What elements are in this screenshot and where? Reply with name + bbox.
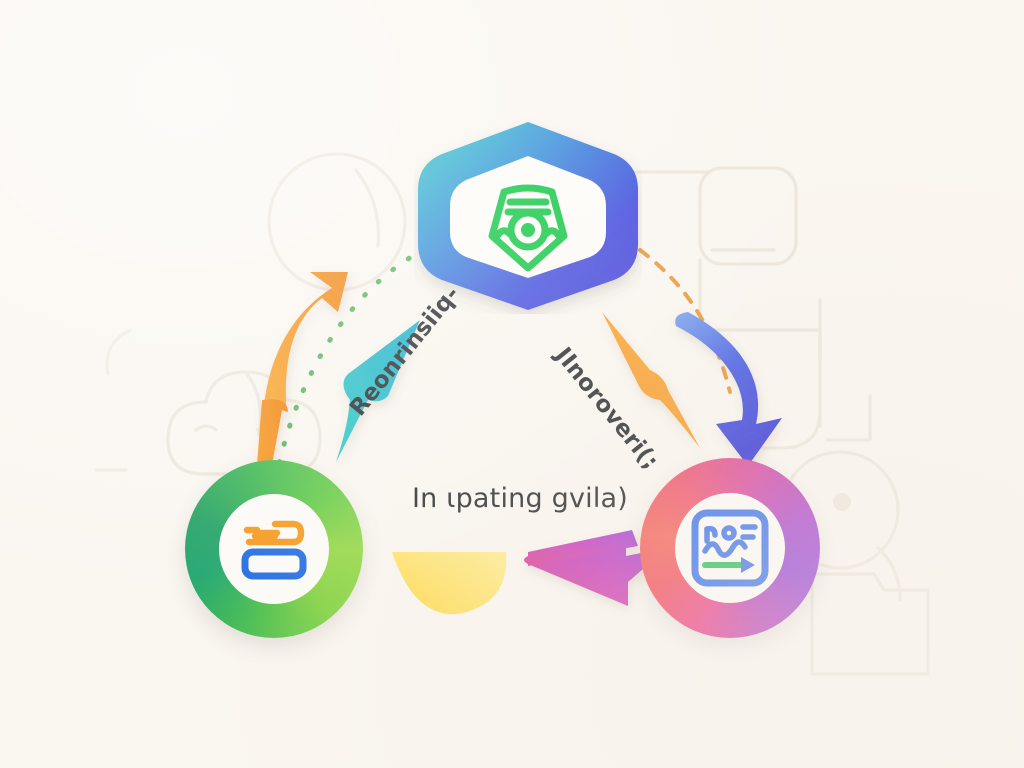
label-center: In ɩpating gvila)	[412, 483, 628, 514]
shield-camera-icon	[488, 184, 568, 272]
orange-dotted-arc	[638, 248, 732, 394]
server-stack-icon	[241, 520, 307, 580]
teal-pointer-arrow	[336, 320, 420, 462]
document-chart-icon	[691, 509, 769, 587]
node-top[interactable]	[414, 118, 642, 314]
yellow-wedge-shape	[392, 552, 507, 615]
folder-outline-right-icon	[810, 572, 930, 676]
green-dotted-arc	[269, 249, 423, 503]
rounded-rect-outline-top-right-icon	[628, 166, 798, 266]
blue-curved-arrow	[675, 312, 782, 466]
node-left[interactable]	[185, 460, 363, 638]
orange-pointer-arrow	[602, 312, 700, 448]
magenta-straight-arrow	[524, 530, 666, 606]
node-right-inner	[675, 493, 785, 603]
rounded-rect-outline-right-icon	[698, 258, 822, 450]
hexagon-ring	[418, 122, 638, 310]
node-right[interactable]	[640, 458, 820, 638]
node-left-inner	[219, 494, 329, 604]
misc-outline-icon	[94, 328, 132, 472]
